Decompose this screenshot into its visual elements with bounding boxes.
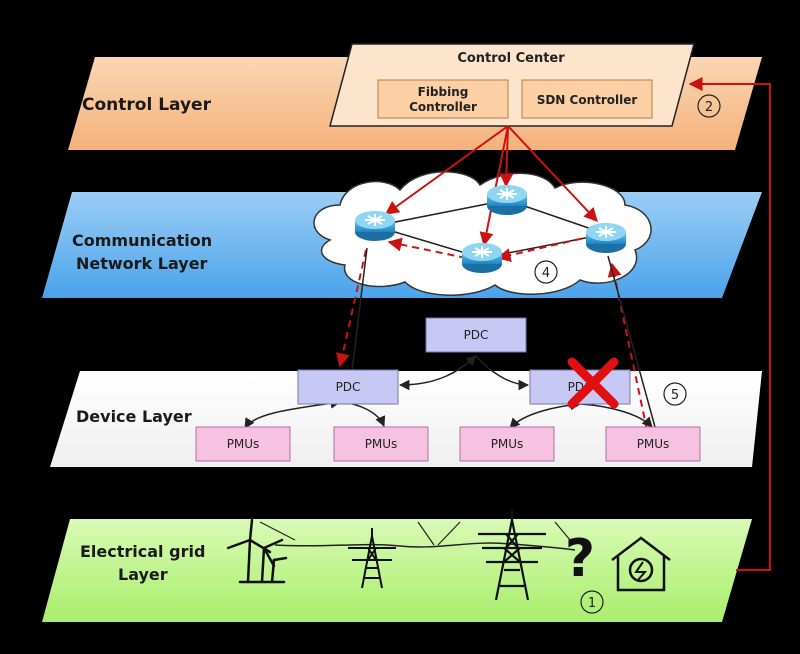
power-line	[274, 542, 576, 551]
sdn-controller-label: SDN Controller	[537, 93, 638, 107]
control-center-title: Control Center	[457, 51, 565, 66]
pmu-grid-links	[259, 521, 571, 546]
pmu-label-1: PMUs	[227, 437, 260, 451]
unknown-fault-icon: ?	[565, 529, 595, 589]
marker-5-circle	[663, 382, 687, 406]
communication-layer-label-1: Communication	[72, 231, 212, 250]
pdc-top-box	[425, 317, 527, 353]
failure-x-icon	[567, 357, 619, 409]
control-layer-label: Control Layer	[82, 95, 212, 115]
marker-4-circle	[534, 260, 558, 284]
fibbing-controller-label-1: Fibbing	[418, 85, 469, 99]
control-to-router-arrows	[384, 125, 598, 247]
marker-1-circle	[580, 590, 604, 614]
pdc-top-label: PDC	[464, 328, 489, 342]
feedback-loop-arrow	[688, 77, 771, 571]
pmu-box-2	[333, 426, 429, 462]
pmu-box-4	[605, 426, 701, 462]
marker-2-label: 2	[705, 100, 713, 115]
router-device-links	[351, 247, 656, 428]
pmu-box-3	[459, 426, 555, 462]
pmu-label-4: PMUs	[637, 437, 670, 451]
router-icon	[462, 243, 502, 273]
grid-layer-band	[42, 519, 752, 622]
fibbing-controller-label-2: Controller	[409, 100, 477, 114]
router-icon	[487, 185, 527, 215]
marker-5-label: 5	[671, 388, 679, 403]
pdc-left-label: PDC	[336, 380, 361, 394]
grid-layer-label-1: Electrical grid	[80, 542, 205, 561]
router-icon	[586, 223, 626, 253]
grid-layer-label-2: Layer	[118, 565, 168, 584]
device-links	[244, 355, 653, 429]
pmu-label-3: PMUs	[491, 437, 524, 451]
transmission-tower-icon	[348, 528, 396, 589]
pdc-left-box	[297, 369, 399, 405]
wind-turbine-icon	[226, 518, 288, 584]
sdn-controller-box	[521, 79, 653, 119]
router-icon	[355, 211, 395, 241]
fibbing-controller-box	[377, 79, 509, 119]
reroute-path	[335, 235, 648, 431]
marker-4-label: 4	[542, 266, 550, 281]
marker-1-label: 1	[588, 596, 596, 611]
pmu-label-2: PMUs	[365, 437, 398, 451]
charging-station-icon	[611, 536, 671, 592]
marker-2-circle	[697, 94, 721, 118]
communication-layer-label-2: Network Layer	[76, 254, 208, 273]
pmu-box-1	[195, 426, 291, 462]
transmission-tower-icon	[478, 510, 546, 601]
device-layer-label: Device Layer	[76, 407, 192, 426]
